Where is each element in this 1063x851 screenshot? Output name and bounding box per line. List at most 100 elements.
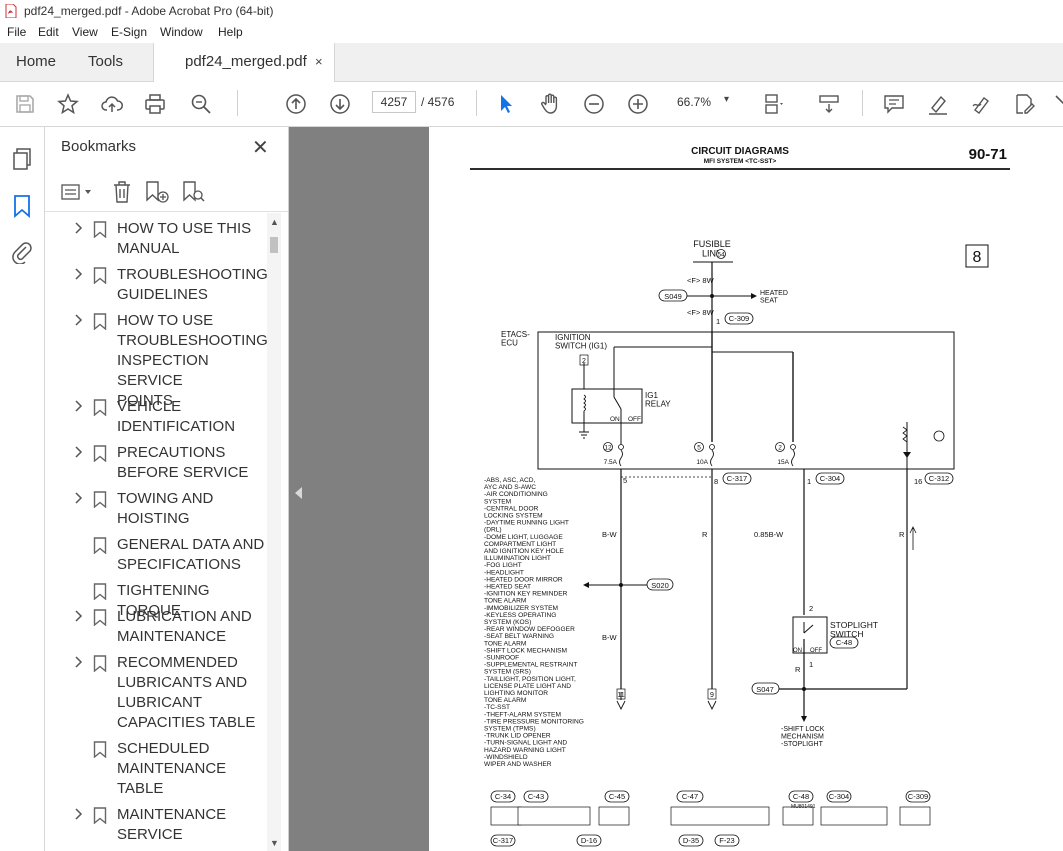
- bookmark-item[interactable]: LUBRICATION AND MAINTENANCE: [45, 607, 267, 647]
- fuse-number-circle: [603, 442, 613, 452]
- bookmark-panel-icon[interactable]: [13, 194, 31, 218]
- draw-sign-icon[interactable]: [970, 92, 994, 116]
- system-list-item: -IGNITION KEY REMINDER: [484, 591, 568, 598]
- close-icon[interactable]: ✕: [252, 137, 269, 159]
- wire: [803, 624, 814, 634]
- bookmark-item[interactable]: TIGHTENING TORQUE: [45, 581, 267, 619]
- chevron-right-icon[interactable]: [73, 314, 83, 326]
- bookmark-item[interactable]: SCHEDULED MAINTENANCE TABLE: [45, 739, 267, 799]
- relay-coil: [583, 394, 586, 412]
- previous-page-icon[interactable]: [284, 92, 308, 116]
- scroll-down-icon[interactable]: ▼: [270, 838, 279, 848]
- chevron-right-icon[interactable]: [73, 400, 83, 412]
- zoom-in-icon[interactable]: [626, 92, 650, 116]
- fusible-link-label: FUSIBLE: [693, 239, 731, 249]
- tab-home[interactable]: Home: [16, 53, 57, 70]
- save-icon[interactable]: [13, 92, 37, 116]
- chevron-right-icon[interactable]: [73, 492, 83, 504]
- indicator: [933, 430, 945, 442]
- splice-s020: S020: [651, 581, 669, 590]
- next-page-icon[interactable]: [328, 92, 352, 116]
- chevron-right-icon[interactable]: [73, 610, 83, 622]
- scrollbar-thumb[interactable]: [270, 237, 278, 253]
- bookmark-icon: [93, 491, 107, 508]
- edit-pdf-icon[interactable]: [1013, 92, 1037, 116]
- connector-c317: C-317: [727, 474, 747, 483]
- bookmark-icon: [93, 445, 107, 462]
- cloud-upload-icon[interactable]: [100, 92, 124, 116]
- more-tools-icon[interactable]: [1052, 92, 1063, 116]
- zoom-out-icon[interactable]: [582, 92, 606, 116]
- system-list-item: -TAILLIGHT, POSITION LIGHT,: [484, 676, 576, 683]
- tab-bar: Home Tools pdf24_merged.pdf ×: [0, 43, 1063, 82]
- connector-c304-outline: [815, 472, 845, 485]
- fuse-rating: 7.5A: [604, 459, 618, 466]
- print-icon[interactable]: [143, 92, 167, 116]
- relay-pin: 2: [582, 358, 586, 365]
- bookmark-item[interactable]: MAINTENANCE SERVICE: [45, 805, 267, 845]
- scroll-up-icon[interactable]: ▲: [270, 217, 279, 227]
- bookmarks-scrollbar[interactable]: ▲ ▼: [267, 213, 281, 851]
- bookmark-item[interactable]: GENERAL DATA AND SPECIFICATIONS: [45, 535, 267, 575]
- page-total-label: / 4576: [421, 95, 455, 109]
- bookmarks-title: Bookmarks: [61, 138, 137, 155]
- menu-esign[interactable]: E-Sign: [111, 25, 148, 39]
- connector-face: [490, 806, 522, 826]
- bookmark-item[interactable]: TOWING AND HOISTING: [45, 489, 267, 529]
- tab-document[interactable]: pdf24_merged.pdf ×: [153, 43, 335, 82]
- shift-lock-label: -STOPLIGHT: [781, 741, 824, 748]
- bottom-connector-outline: [490, 790, 516, 803]
- chevron-right-icon[interactable]: [73, 808, 83, 820]
- relay-off-label: OFF: [628, 416, 641, 423]
- tab-close-icon[interactable]: ×: [315, 54, 323, 69]
- bookmark-item[interactable]: HOW TO USE THIS MANUAL: [45, 219, 267, 259]
- bottom-connector-outline: [788, 790, 814, 803]
- connector-arrow: [707, 700, 717, 711]
- page-number-input[interactable]: [372, 91, 416, 113]
- hand-tool-icon[interactable]: [538, 92, 562, 116]
- system-list-item: COMPARTMENT LIGHT: [484, 541, 556, 548]
- connector-c312-outline: [924, 472, 954, 485]
- chevron-right-icon[interactable]: [73, 446, 83, 458]
- page-view-icon[interactable]: [762, 92, 786, 116]
- select-cursor-icon[interactable]: [494, 92, 518, 116]
- menu-view[interactable]: View: [72, 25, 98, 39]
- zoom-search-icon[interactable]: [189, 92, 213, 116]
- system-list-item: TONE ALARM: [484, 697, 526, 704]
- wire-label-8w-bottom: <F> 8W: [687, 308, 715, 317]
- bottom-connector-outline: [826, 790, 852, 803]
- bookmark-item[interactable]: RECOMMENDED LUBRICANTS AND LUBRICANT CAP…: [45, 653, 267, 733]
- fuse-number: 12: [604, 445, 612, 452]
- tab-tools[interactable]: Tools: [88, 53, 124, 70]
- attachment-icon[interactable]: [11, 240, 33, 265]
- bookmark-item[interactable]: HOW TO USE TROUBLESHOOTING/ INSPECTION S…: [45, 311, 267, 409]
- connector-9: 9: [710, 692, 714, 699]
- menu-window[interactable]: Window: [160, 25, 203, 39]
- system-list-item: SYSTEM (TPMS): [484, 726, 536, 733]
- menu-edit[interactable]: Edit: [38, 25, 59, 39]
- menu-help[interactable]: Help: [218, 25, 243, 39]
- chevron-right-icon[interactable]: [73, 656, 83, 668]
- menu-file[interactable]: File: [7, 25, 27, 39]
- collapse-panel-icon[interactable]: [295, 487, 302, 499]
- highlight-pen-icon[interactable]: [926, 92, 950, 116]
- page-thumbnails-icon[interactable]: [11, 147, 33, 171]
- bookmark-item[interactable]: TROUBLESHOOTING GUIDELINES: [45, 265, 267, 305]
- delete-bookmark-icon[interactable]: [111, 180, 133, 204]
- bookmark-item[interactable]: VEHICLE IDENTIFICATION: [45, 397, 267, 437]
- scroll-mode-icon[interactable]: [817, 92, 841, 116]
- bookmark-options-icon[interactable]: [61, 183, 95, 201]
- star-icon[interactable]: [56, 92, 80, 116]
- chevron-right-icon[interactable]: [73, 222, 83, 234]
- title-bar: pdf24_merged.pdf - Adobe Acrobat Pro (64…: [0, 0, 1063, 22]
- bookmark-search-icon[interactable]: [182, 180, 206, 204]
- bookmark-item[interactable]: PRECAUTIONS BEFORE SERVICE: [45, 443, 267, 483]
- bookmark-label: TIGHTENING TORQUE: [117, 582, 210, 619]
- comment-icon[interactable]: [882, 92, 906, 116]
- new-bookmark-icon[interactable]: [145, 180, 169, 204]
- zoom-dropdown[interactable]: 66.7% ▾: [668, 91, 740, 113]
- chevron-right-icon[interactable]: [73, 268, 83, 280]
- connector-face: [899, 806, 931, 826]
- wire-label-bw: B-W: [602, 530, 618, 539]
